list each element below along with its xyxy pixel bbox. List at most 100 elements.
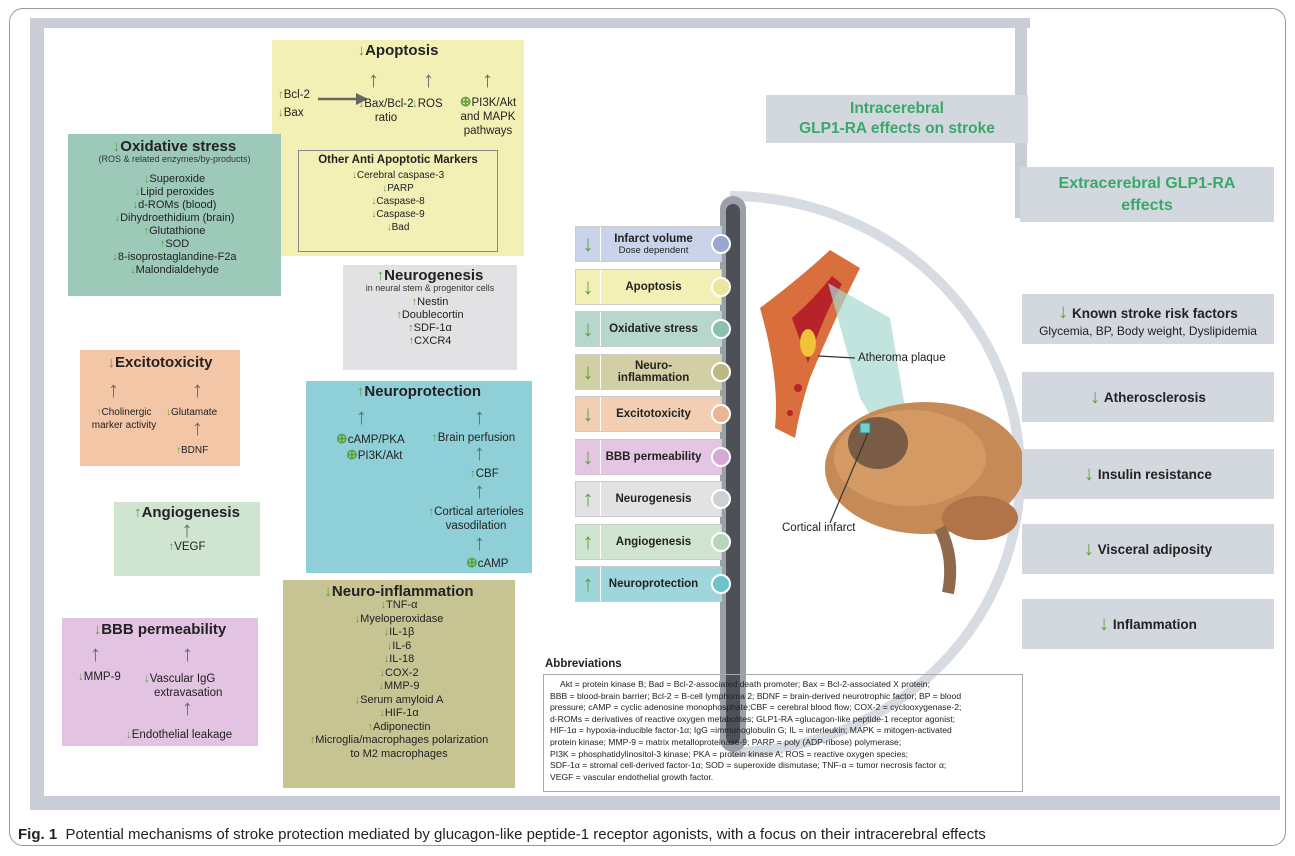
neuroinflammation-item: MMP-9 <box>384 680 420 692</box>
figure-bottom-bar <box>30 796 1280 810</box>
arrow-up-icon: ↑ <box>474 478 485 503</box>
arrow-up-icon: ↑ <box>482 67 493 92</box>
figure-caption: Fig. 1 Potential mechanisms of stroke pr… <box>18 826 986 843</box>
other-marker-item: Cerebral caspase-3 <box>356 170 445 181</box>
pill-label: Infarct volume <box>614 232 693 245</box>
pill-dot <box>711 234 731 254</box>
cortical-infarct-label: Cortical infarct <box>782 522 856 534</box>
oxidative-item: Malondialdehyde <box>135 264 219 276</box>
pill-dot <box>711 532 731 552</box>
neuroinflammation-item: TNF-α <box>386 599 418 611</box>
abbreviation-line: Akt = protein kinase B; Bad = Bcl-2-asso… <box>560 679 930 689</box>
oxidative-item: Superoxide <box>149 173 206 185</box>
oxidative-stress-box: ↓Oxidative stress (ROS & related enzymes… <box>68 134 281 296</box>
neurogenesis-box: ↑Neurogenesis in neural stem & progenito… <box>343 265 517 370</box>
apoptosis-box: ↓Apoptosis ↑ ↑ ↑ ↑Bcl-2 ↓Bax ↓Bax/Bcl-2 … <box>272 40 524 256</box>
arrow-down-icon: ↓ <box>576 312 601 346</box>
cholinergic-label-1: Cholinergic <box>101 407 152 418</box>
ros-label: ROS <box>417 98 443 110</box>
pill-dot <box>711 574 731 594</box>
pill-angiogenesis: ↑ Angiogenesis <box>575 524 731 560</box>
extra-item-label: Insulin resistance <box>1097 466 1212 482</box>
cortical-label-1: Cortical arterioles <box>434 506 524 518</box>
neuroinflammation-item: COX-2 <box>384 666 419 679</box>
extra-item-sub: Glycemia, BP, Body weight, Dyslipidemia <box>1039 323 1257 338</box>
mmp9-label: MMP-9 <box>83 671 121 683</box>
bdnf-label: BDNF <box>181 445 209 456</box>
apoptosis-title: Apoptosis <box>365 42 439 59</box>
abbreviation-line: SDF-1α = stromal cell-derived factor-1α;… <box>550 760 947 771</box>
pill-dot <box>711 447 731 467</box>
neuroinflammation-item: IL-6 <box>392 639 412 652</box>
endothelial-label: Endothelial leakage <box>131 729 233 741</box>
pill-label: Excitotoxicity <box>616 408 691 420</box>
figure-left-bar <box>30 18 44 808</box>
other-marker-item: Caspase-8 <box>376 196 425 207</box>
pill-dot <box>711 362 731 382</box>
pill-label: Neurogenesis <box>615 493 692 505</box>
other-markers-box: Other Anti Apoptotic Markers ↓Cerebral c… <box>298 150 498 252</box>
pill-neuroprotection: ↑ Neuroprotection <box>575 566 731 602</box>
abbreviation-line: PI3K = phosphatidylinositol-3 kinase; PK… <box>550 748 909 759</box>
neuroinflammation-box: ↓Neuro-inflammation ↓TNF-α ↓Myeloperoxid… <box>283 580 515 788</box>
oxidative-subtitle: (ROS & related enzymes/by-products) <box>98 154 251 164</box>
excitotoxicity-title: Excitotoxicity <box>114 354 213 371</box>
neuroprotection-box: ↑Neuroprotection ↑ ↑ ↑ ↑ ↑ ⊕cAMP/PKA ⊕PI… <box>306 381 532 573</box>
angiogenesis-title: Angiogenesis <box>141 504 240 521</box>
cortical-label-2: vasodilation <box>445 520 507 532</box>
arrow-up-icon: ↑ <box>576 525 601 559</box>
arrow-up-icon: ↑ <box>192 377 203 402</box>
arrow-up-icon: ↑ <box>90 641 101 666</box>
vascular-label-1: Vascular IgG <box>149 673 216 685</box>
other-marker-item: PARP <box>387 183 414 194</box>
arrow-right-icon <box>318 93 368 105</box>
extra-item-label: Atherosclerosis <box>1103 389 1206 405</box>
pill-label: Neuro-inflammation <box>617 360 690 384</box>
glutamate-label: Glutamate <box>171 407 218 418</box>
neurogenesis-item: Doublecortin <box>401 309 464 321</box>
extra-item-label: Visceral adiposity <box>1097 541 1213 557</box>
center-graphic <box>560 18 1030 757</box>
neuroinflammation-item: Adiponectin <box>373 720 431 733</box>
pi3k-label-1: PI3K/Akt <box>471 97 517 109</box>
other-marker-item: Caspase-9 <box>376 209 425 220</box>
abbreviation-line: pressure; cAMP = cyclic adenosine monoph… <box>550 702 962 713</box>
arrow-down-icon: ↓ <box>576 397 601 431</box>
extra-inflammation: ↓ Inflammation <box>1022 599 1274 649</box>
pill-label: Apoptosis <box>625 281 682 293</box>
neurogenesis-item: Nestin <box>417 296 449 308</box>
figure-frame <box>9 8 1286 846</box>
neurogenesis-item: CXCR4 <box>414 335 452 347</box>
neuroinflammation-item: HIF-1α <box>384 707 419 719</box>
pill-neuroinflammation: ↓ Neuro-inflammation <box>575 354 731 390</box>
pill-dot <box>711 277 731 297</box>
extra-atherosclerosis: ↓ Atherosclerosis <box>1022 372 1274 422</box>
other-marker-item: Bad <box>391 222 410 233</box>
arrow-up-icon: ↑ <box>423 67 434 92</box>
intracerebral-title-1: Intracerebral <box>850 100 944 117</box>
neuroinflammation-item: Myeloperoxidase <box>360 612 444 625</box>
ratio-label-1: Bax/Bcl-2 <box>364 98 414 110</box>
other-markers-title: Other Anti Apoptotic Markers <box>318 154 478 166</box>
extracerebral-title-1: Extracerebral GLP1-RA <box>1058 175 1236 192</box>
arrow-down-icon: ↓ <box>576 227 601 261</box>
neuroinflammation-item: Serum amyloid A <box>360 693 444 706</box>
caption-label: Fig. 1 <box>18 826 58 843</box>
oxidative-item: Dihydroethidium (brain) <box>120 212 235 224</box>
extra-item-label: Inflammation <box>1112 616 1197 632</box>
pill-sublabel: Dose dependent <box>618 244 689 256</box>
angiogenesis-box: ↑Angiogenesis ↑ ↑VEGF <box>114 502 260 576</box>
bcl2-label: Bcl-2 <box>283 89 310 101</box>
arrow-down-icon: ↓ <box>576 440 601 474</box>
arrow-up-icon: ↑ <box>576 567 601 601</box>
pill-neurogenesis: ↑ Neurogenesis <box>575 481 731 517</box>
bax-label: Bax <box>283 107 304 119</box>
vascular-label-2: extravasation <box>154 687 223 699</box>
extra-item-label: Known stroke risk factors <box>1071 305 1238 321</box>
pi3k-akt-label: PI3K/Akt <box>357 450 403 462</box>
arrow-up-icon: ↑ <box>474 404 485 429</box>
abbreviation-line: d-ROMs = derivatives of reactive oxygen … <box>550 713 956 724</box>
camp-label: cAMP <box>477 558 509 570</box>
abbreviation-line: VEGF = vascular endothelial growth facto… <box>550 771 714 782</box>
